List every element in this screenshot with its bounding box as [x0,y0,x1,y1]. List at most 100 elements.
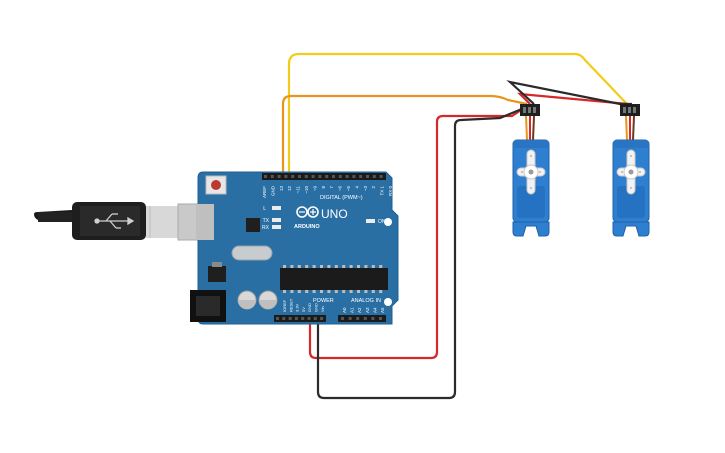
digital-pin-label: ~10 [304,186,309,194]
atmega-chip [280,268,388,290]
header-pin[interactable] [298,175,301,178]
power-pin-label: Vin [320,306,325,312]
analog-pin-label: A4 [372,307,377,313]
analog-label: ANALOG IN [351,298,381,304]
header-pin[interactable] [379,175,383,178]
header-pin[interactable] [372,175,376,178]
digital-pin-label: ~11 [296,186,301,194]
led-l-label: L [263,206,266,212]
header-pin[interactable] [277,175,281,178]
digital-pin-label: TX 1 [380,186,385,196]
power-pin-label: GND [307,303,312,312]
analog-pin-label: A2 [357,307,362,313]
servo-lead-signal [625,115,628,141]
digital-pin-label: 4 [354,186,359,189]
digital-header [262,173,386,180]
analog-pin-label: A1 [350,307,355,313]
led-tx [272,218,281,222]
usb-cable-strain [38,212,74,222]
header-pin[interactable] [276,317,279,320]
power-pin-label: GND [314,303,319,312]
power-pin-label: IOREF [282,299,287,312]
digital-pin-label: 8 [321,186,326,189]
header-pin[interactable] [379,317,382,320]
led-on [366,219,375,223]
header-pin[interactable] [294,317,298,320]
digital-pin-label: 2 [371,186,376,189]
header-pin[interactable] [318,175,322,178]
header-pin[interactable] [363,317,367,320]
board-brand: UNO [321,207,348,221]
header-pin[interactable] [291,175,295,178]
header-pin[interactable] [307,317,311,320]
header-pin[interactable] [288,317,292,320]
header-pin[interactable] [313,317,317,320]
mount-hole [384,298,392,306]
led-rx [272,225,281,229]
analog-pin-label: A0 [342,307,347,313]
header-pin[interactable] [345,175,349,178]
header-pin[interactable] [366,175,369,178]
header-pin[interactable] [325,175,329,178]
header-pin[interactable] [320,317,324,320]
crystal-oscillator [231,245,273,261]
servo-motor-1[interactable] [512,104,550,237]
analog-header [338,315,386,322]
servo-shaft [628,169,634,175]
digital-pin-label: AREF [262,186,267,198]
mount-hole [384,218,392,226]
header-pin[interactable] [270,175,274,178]
wire-black[interactable] [316,102,535,400]
digital-header-label: DIGITAL (PWM~) [320,195,363,201]
arduino-uno-board[interactable]: L TX RX ON UNO ARDUINO DIGITAL (PWM~) AR… [190,171,399,325]
digital-pin-holes [264,175,383,178]
header-pin[interactable] [341,317,344,320]
wire-yellow[interactable] [287,52,628,178]
servo-lead-ground [632,115,635,141]
header-pin[interactable] [356,317,360,320]
digital-pin-label: ~6 [338,186,343,192]
usb-controller-chip [246,218,260,232]
header-pin[interactable] [301,317,305,320]
digital-pin-label: 13 [279,186,284,192]
usb-cable[interactable] [34,202,215,241]
header-pin[interactable] [359,175,363,178]
board-brand-sub: ARDUINO [294,224,320,230]
header-pin[interactable] [348,317,352,320]
header-pin[interactable] [332,175,335,178]
servo-lead-ground [532,115,535,141]
servo-lead-signal [525,115,528,141]
wire-orange[interactable] [281,94,528,178]
digital-pin-label: GND [270,185,275,196]
wire-black-2[interactable] [506,80,632,106]
header-pin[interactable] [304,175,308,178]
digital-pin-label: ~3 [363,186,368,192]
reset-button-cap[interactable] [211,180,221,190]
digital-pin-label: 7 [329,186,334,189]
header-pin[interactable] [282,317,286,320]
wire-red-2[interactable] [517,92,629,106]
header-pin[interactable] [352,175,356,178]
servo-shaft [528,169,534,175]
wire-red[interactable] [308,103,531,360]
analog-pin-label: A5 [380,307,385,313]
digital-pin-label: ~5 [346,186,351,192]
power-pin-label: 3.3V [295,303,300,312]
digital-pin-label: RX 0 [388,186,393,197]
servo-motor-2[interactable] [612,104,650,237]
header-pin[interactable] [338,175,342,178]
header-pin[interactable] [311,175,315,178]
led-tx-label: TX [263,218,270,224]
power-label: POWER [313,298,334,304]
analog-pin-label: A3 [365,307,370,313]
voltage-regulator [208,266,226,282]
led-rx-label: RX [262,225,270,231]
header-pin[interactable] [264,175,267,178]
header-pin[interactable] [371,317,375,320]
arduino-logo-icon [296,206,319,218]
header-pin[interactable] [284,175,288,178]
board-usb-port [196,204,214,240]
